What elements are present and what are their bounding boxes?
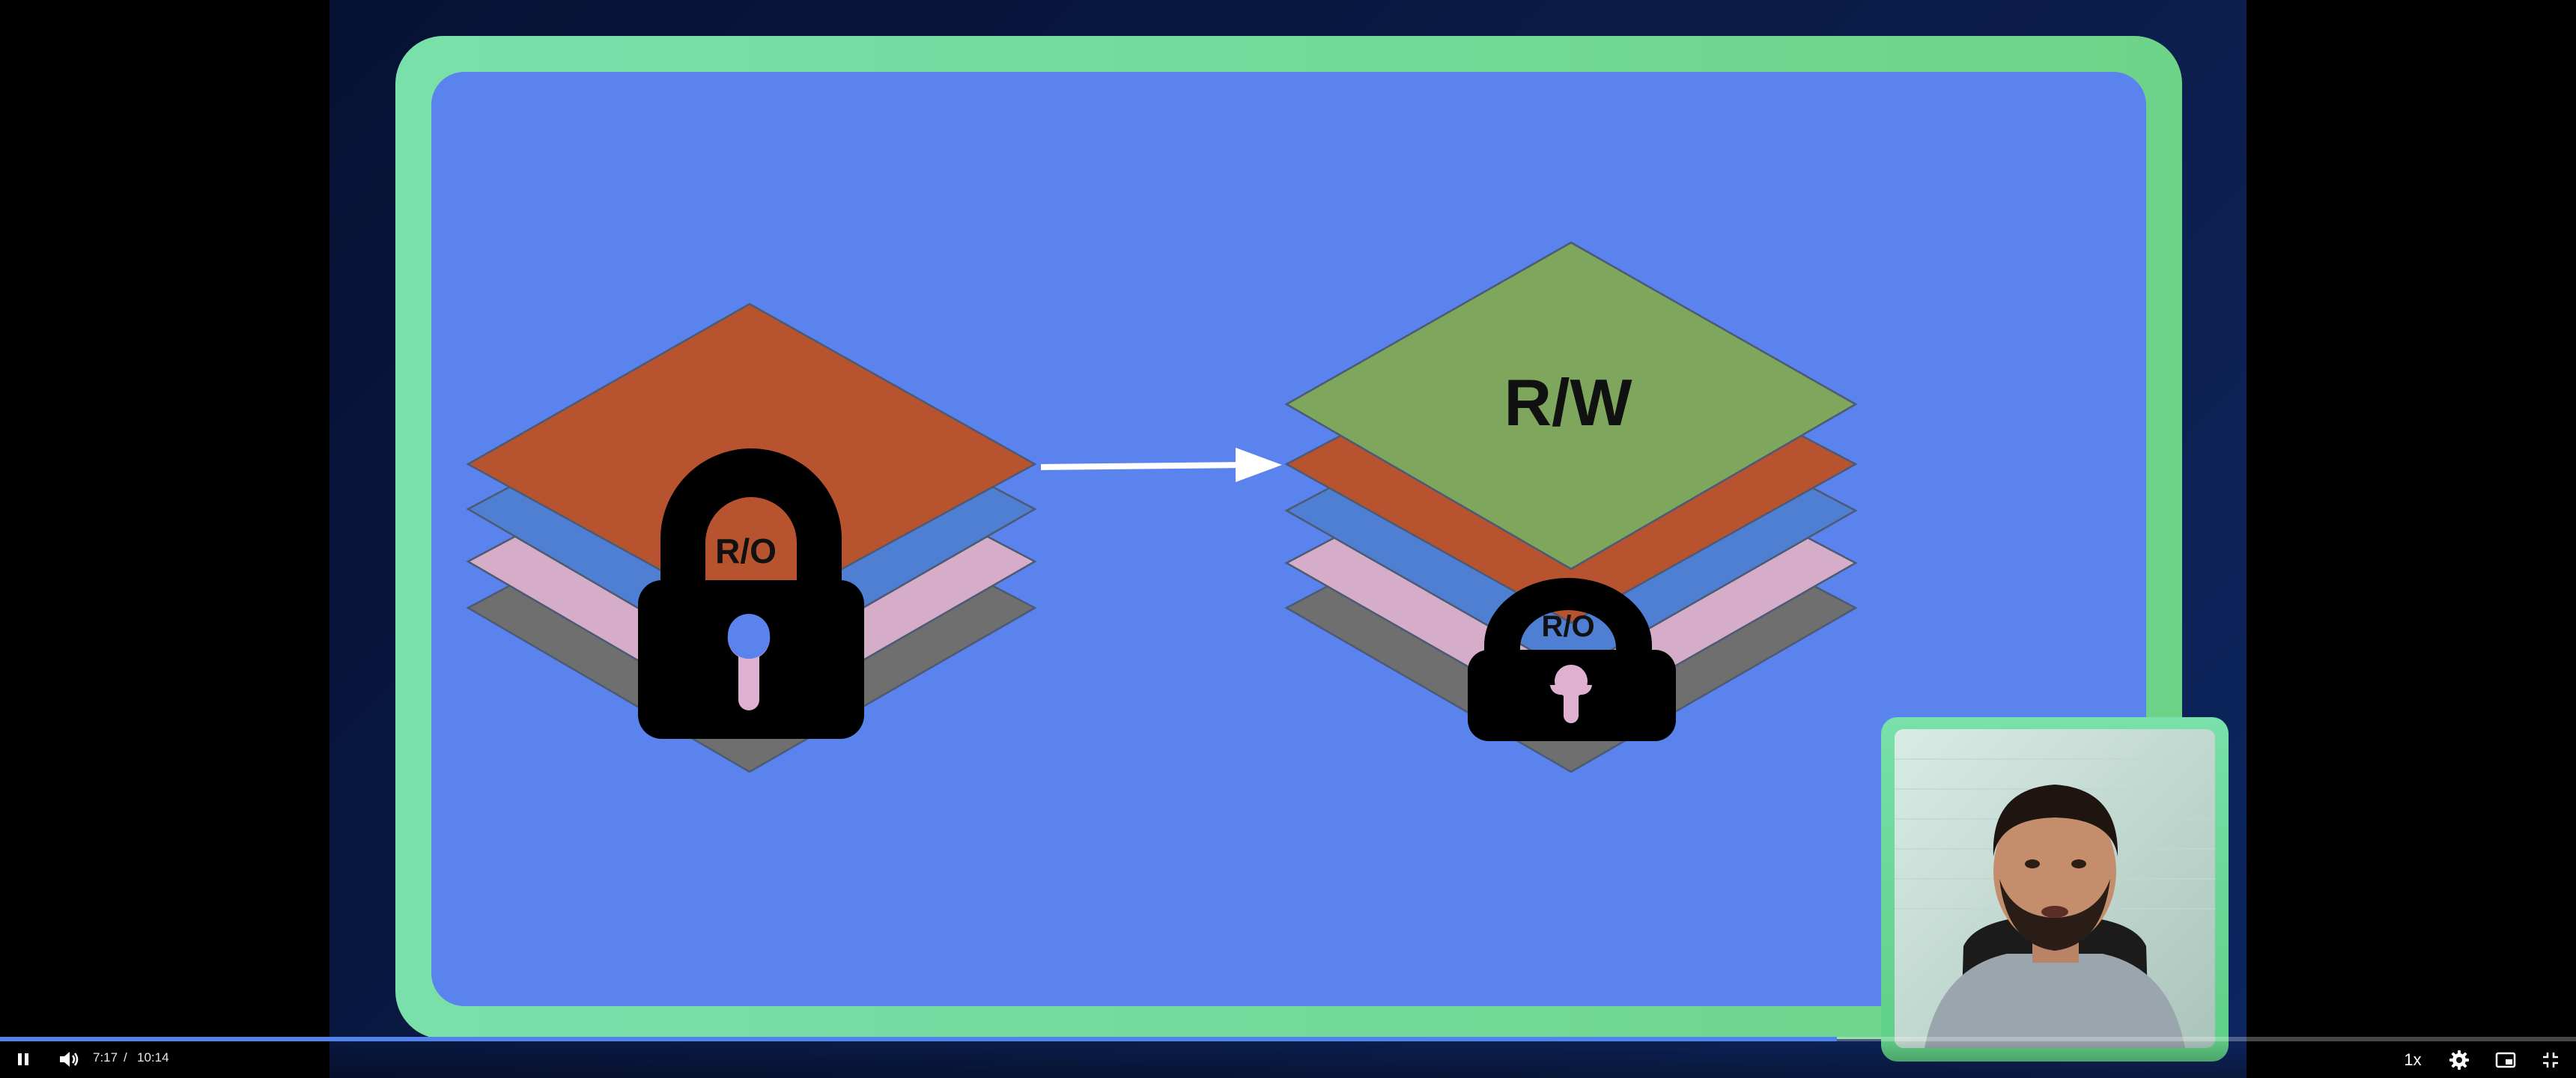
miniplayer-icon	[2495, 1052, 2516, 1068]
webcam-video	[1895, 729, 2215, 1048]
exit-fullscreen-button[interactable]	[2537, 1047, 2564, 1074]
player-control-bar	[0, 1037, 2576, 1078]
arrow-right-icon	[1040, 448, 1282, 482]
pause-button[interactable]	[10, 1047, 36, 1072]
current-time: 7:17	[93, 1050, 118, 1065]
progress-fill	[0, 1037, 1837, 1041]
right-stack	[1284, 241, 1858, 773]
right-top-label: R/W	[1504, 365, 1632, 439]
pause-icon	[18, 1053, 28, 1065]
exit-fullscreen-icon	[2543, 1053, 2558, 1068]
volume-icon	[60, 1052, 79, 1067]
presenter-avatar	[1895, 729, 2215, 1048]
left-stack	[466, 302, 1037, 773]
right-padlock-icon	[1468, 578, 1676, 741]
left-padlock-icon	[638, 448, 864, 739]
volume-button[interactable]	[55, 1047, 82, 1072]
right-layer-green	[1284, 241, 1858, 570]
gear-icon	[2449, 1050, 2469, 1070]
right-lock-label: R/O	[1541, 610, 1594, 643]
left-lock-label: R/O	[715, 532, 777, 570]
time-separator: /	[124, 1050, 127, 1065]
progress-bar[interactable]	[0, 1037, 2576, 1041]
settings-button[interactable]	[2446, 1047, 2473, 1074]
playback-speed-button[interactable]: 1x	[2404, 1050, 2422, 1069]
miniplayer-button[interactable]	[2492, 1047, 2519, 1074]
duration: 10:14	[137, 1050, 169, 1065]
